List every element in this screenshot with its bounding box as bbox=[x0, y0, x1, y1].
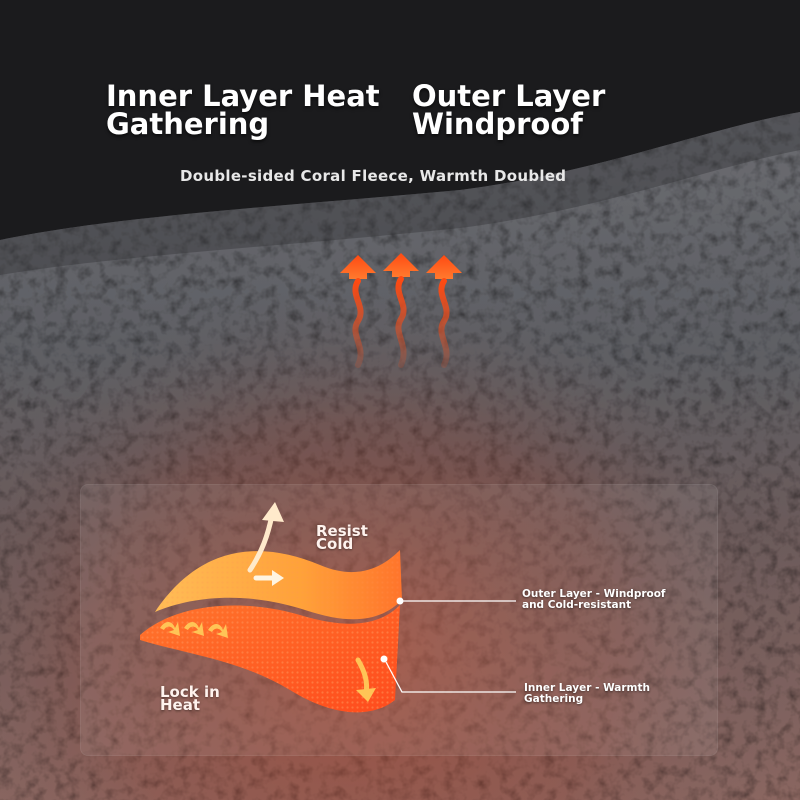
outer-layer-headline: Outer Layer Windproof bbox=[412, 79, 606, 141]
fabric-layers-illustration bbox=[140, 502, 402, 713]
inner-layer-headline: Inner Layer Heat Gathering bbox=[106, 79, 380, 141]
diagram-panel bbox=[80, 484, 718, 756]
heat-rising-icon bbox=[340, 253, 462, 368]
callout-lines bbox=[380, 597, 516, 693]
resist-cold-label: Resist Cold bbox=[316, 522, 368, 553]
lock-heat-label: Lock in Heat bbox=[160, 683, 220, 714]
outer-layer-callout: Outer Layer - Windproof and Cold-resista… bbox=[522, 588, 666, 611]
inner-layer-callout: Inner Layer - Warmth Gathering bbox=[524, 682, 650, 705]
subheadline: Double-sided Coral Fleece, Warmth Double… bbox=[180, 167, 567, 185]
